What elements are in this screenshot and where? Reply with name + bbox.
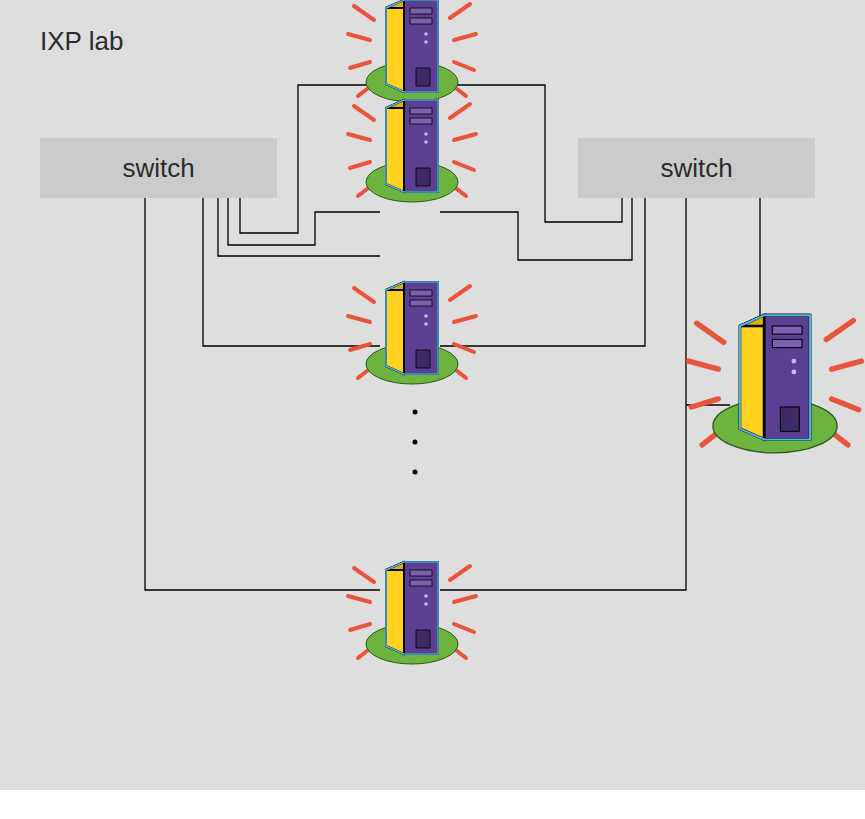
server-icon	[348, 100, 476, 202]
wire	[440, 198, 632, 260]
wire	[145, 198, 380, 590]
region-heading: IXP lab	[40, 26, 123, 57]
server-icon	[689, 315, 862, 453]
switch-label: switch	[122, 153, 194, 184]
wire	[440, 198, 645, 346]
wire	[218, 198, 380, 256]
ellipsis-dots	[413, 410, 418, 475]
server-icon	[348, 562, 476, 664]
server-icon	[348, 282, 476, 384]
wire	[203, 198, 380, 346]
lab-illustration	[0, 0, 865, 790]
switch-box: switch	[578, 138, 815, 198]
wire	[228, 198, 380, 245]
wire	[440, 198, 686, 590]
wire	[759, 198, 760, 320]
switch-box: switch	[40, 138, 277, 198]
lab-region: IXP lab switch switch	[0, 0, 865, 790]
server-icon	[348, 0, 476, 102]
switch-label: switch	[660, 153, 732, 184]
